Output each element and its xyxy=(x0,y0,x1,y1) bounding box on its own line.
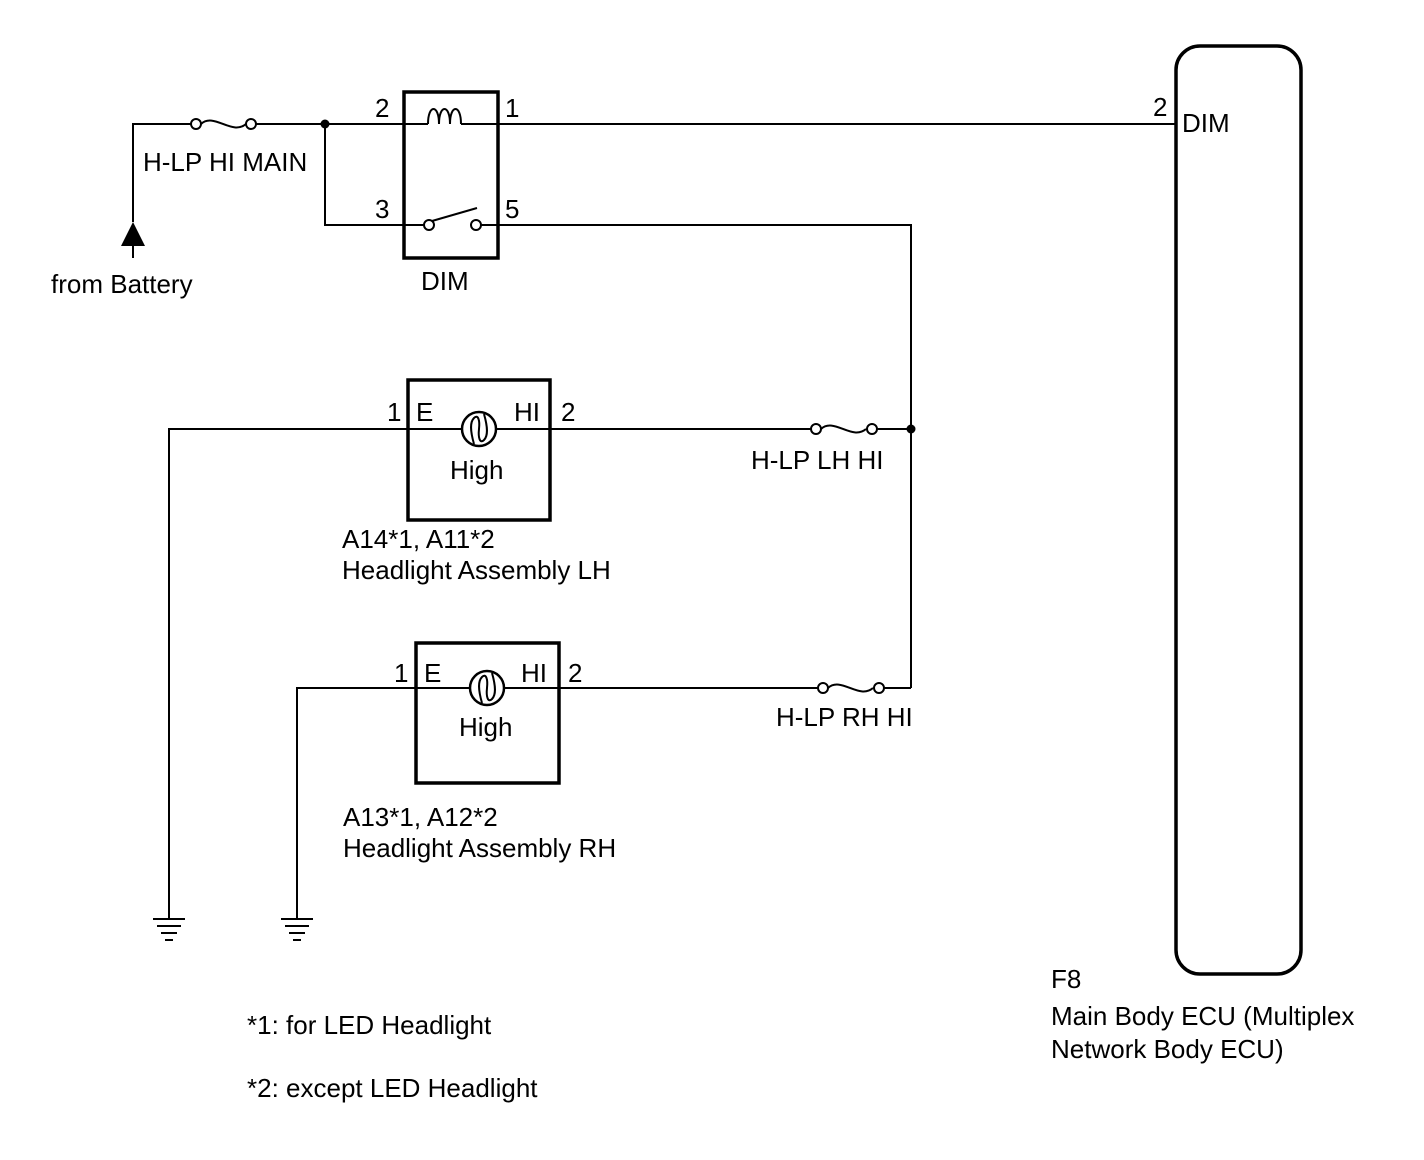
relay-pin-coil-out: 1 xyxy=(505,93,519,123)
ecu-name-line1: Main Body ECU (Multiplex xyxy=(1051,1001,1354,1031)
fuse-lh-terminal-right xyxy=(866,423,878,435)
headlight-lh-pin-left-name: E xyxy=(416,397,433,427)
headlight-lh-pin-left: 1 xyxy=(387,397,401,427)
dim-relay: 2 1 3 5 DIM xyxy=(375,90,519,296)
battery-feed: from Battery xyxy=(51,123,194,299)
fuse-rh-label: H-LP RH HI xyxy=(776,702,913,732)
fuse-lh: H-LP LH HI xyxy=(751,423,883,475)
relay-pin-switch-in: 3 xyxy=(375,194,389,224)
headlight-rh-bulb-label: High xyxy=(459,712,512,742)
fuse-main-terminal-left xyxy=(190,118,202,130)
headlight-rh-pin-left: 1 xyxy=(394,658,408,688)
relay-label: DIM xyxy=(421,266,469,296)
fuse-main-label: H-LP HI MAIN xyxy=(143,147,307,177)
headlight-rh-pin-left-name: E xyxy=(424,658,441,688)
headlight-rh-name: Headlight Assembly RH xyxy=(343,833,616,863)
headlight-lh-box xyxy=(406,378,552,522)
relay-pin-coil-in: 2 xyxy=(375,93,389,123)
headlight-rh-ground-wire xyxy=(296,687,416,919)
fuse-main-terminal-right xyxy=(245,118,257,130)
headlight-rh-pin-right: 2 xyxy=(568,658,582,688)
ground-rh-icon xyxy=(281,918,313,941)
relay-switch-contact-left xyxy=(423,219,435,231)
relay-coil-icon xyxy=(427,108,462,125)
headlight-rh-box xyxy=(414,641,561,785)
headlight-lh: 1 E HI 2 High A14*1, A11*2 Headlight Ass… xyxy=(342,378,611,585)
junction-to-relay-switch-wire xyxy=(324,124,404,226)
ecu-pin-name: DIM xyxy=(1182,108,1230,138)
dim-relay-box xyxy=(402,90,500,260)
fuse-lh-element-icon xyxy=(820,424,867,434)
battery-to-fuse-wire xyxy=(132,123,194,222)
fuse-rh-terminal-right xyxy=(873,682,885,694)
headlight-lh-pin-right: 2 xyxy=(561,397,575,427)
main-body-ecu: 2 DIM F8 Main Body ECU (Multiplex Networ… xyxy=(1051,44,1354,1064)
relay-switch-output-wire xyxy=(498,224,912,688)
ecu-name-line2: Network Body ECU) xyxy=(1051,1034,1284,1064)
ecu-code: F8 xyxy=(1051,964,1081,994)
battery-label: from Battery xyxy=(51,269,193,299)
headlight-lh-code: A14*1, A11*2 xyxy=(342,524,495,554)
note-2: *2: except LED Headlight xyxy=(247,1073,538,1103)
fuse-lh-label: H-LP LH HI xyxy=(751,445,883,475)
ecu-box xyxy=(1174,44,1303,976)
relay-switch-contact-right xyxy=(470,219,482,231)
headlight-lh-bulb-label: High xyxy=(450,455,503,485)
headlight-rh: 1 E HI 2 High A13*1, A12*2 Headlight Ass… xyxy=(343,641,616,863)
headlight-rh-code: A13*1, A12*2 xyxy=(343,802,498,832)
headlight-lh-filament-icon xyxy=(470,413,488,445)
battery-arrow-icon xyxy=(121,222,145,246)
headlight-rh-pin-right-name: HI xyxy=(521,658,547,688)
headlight-lh-name: Headlight Assembly LH xyxy=(342,555,611,585)
relay-switch-blade-icon xyxy=(431,207,478,222)
fuse-rh: H-LP RH HI xyxy=(776,682,913,732)
relay-pin-switch-out: 5 xyxy=(505,194,519,224)
headlight-lh-pin-right-name: HI xyxy=(514,397,540,427)
fuse-rh-terminal-left xyxy=(817,682,829,694)
ecu-pin-number: 2 xyxy=(1153,92,1167,122)
fuse-rh-element-icon xyxy=(827,683,874,693)
fuse-main: H-LP HI MAIN xyxy=(143,118,307,177)
fuse-lh-terminal-left xyxy=(810,423,822,435)
headlight-lh-ground-wire xyxy=(168,428,408,919)
note-1: *1: for LED Headlight xyxy=(247,1010,492,1040)
fuse-main-element-icon xyxy=(200,119,247,129)
headlight-rh-filament-icon xyxy=(478,672,496,704)
ground-lh-icon xyxy=(153,918,185,941)
